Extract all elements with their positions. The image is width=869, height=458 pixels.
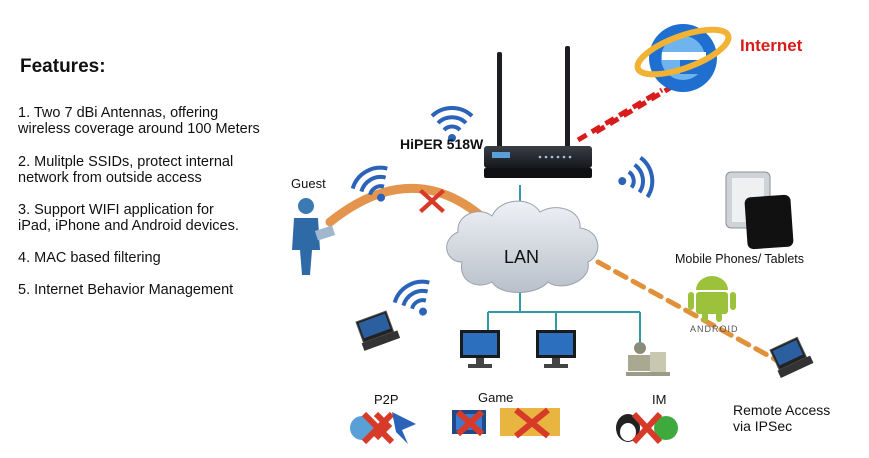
guest-user-icon (292, 198, 336, 275)
router-device (484, 46, 592, 178)
guest-label: Guest (291, 176, 326, 191)
router-antenna-left (497, 52, 502, 150)
wifi-icon (430, 106, 474, 142)
feature-item-2: 2. Mulitple SSIDs, protect internal netw… (18, 154, 234, 186)
p2p-app-icons (350, 411, 416, 445)
im-user-icon (626, 342, 670, 376)
router-label: HiPER 518W (400, 136, 484, 152)
game-app-icons (452, 407, 560, 439)
blocked-x-icon (419, 189, 445, 213)
lan-label: LAN (504, 247, 540, 267)
tablet-icon (725, 171, 794, 250)
remote-access-label: Remote Access via IPSec (733, 402, 831, 434)
laptop-icon (355, 310, 401, 351)
feature-item-5: 5. Internet Behavior Management (18, 282, 234, 298)
remote-laptop-icon (769, 336, 814, 379)
remote-access-link (595, 259, 783, 365)
p2p-label: P2P (374, 392, 399, 407)
lan-cloud (446, 200, 599, 293)
wifi-icon (392, 279, 430, 316)
feature-item-1: 1. Two 7 dBi Antennas, offering wireless… (18, 105, 260, 137)
android-label: ANDROID (690, 324, 739, 334)
internet-link (576, 79, 682, 143)
wifi-icon (350, 165, 388, 202)
router-antenna-right (565, 46, 570, 150)
game-label: Game (478, 390, 514, 405)
feature-item-4: 4. MAC based filtering (18, 250, 161, 266)
desktop-computer-icon (460, 330, 500, 368)
im-label: IM (652, 392, 667, 407)
mobile-devices-label: Mobile Phones/ Tablets (675, 252, 805, 266)
internet-label: Internet (740, 36, 803, 55)
feature-item-3: 3. Support WIFI application for iPad, iP… (18, 202, 239, 234)
android-icon (688, 276, 736, 322)
features-title: Features: (20, 56, 106, 77)
wifi-icon (618, 156, 655, 199)
internet-explorer-icon (634, 24, 732, 92)
im-app-icons (616, 411, 678, 445)
desktop-computer-icon (536, 330, 576, 368)
